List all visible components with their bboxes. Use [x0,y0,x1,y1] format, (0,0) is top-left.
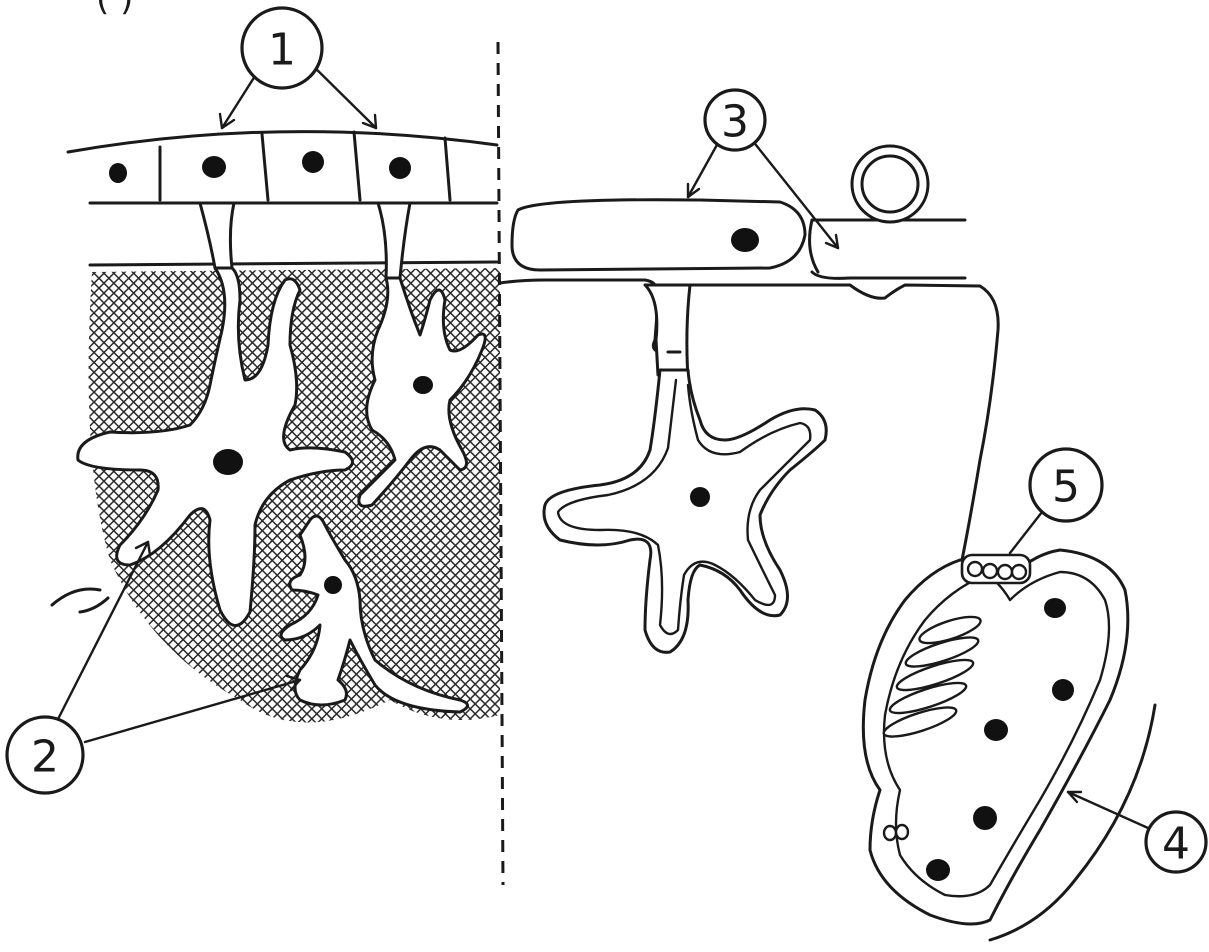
label-3-text: 3 [721,97,749,148]
corner-label: ( ) [96,0,133,19]
label-5-group: 5 [1010,449,1102,553]
label-4-text: 4 [1162,819,1190,870]
stellate-cell-right [544,370,826,652]
connective-fiber-2 [80,598,108,612]
connective-fiber [52,589,100,605]
label-5-text: 5 [1052,462,1080,513]
label-1-group: 1 [220,8,376,128]
label-2-text: 2 [31,732,59,783]
label-1-text: 1 [268,25,296,76]
squamous-epithelium [68,132,497,278]
bottom-right-cell [863,550,1155,940]
